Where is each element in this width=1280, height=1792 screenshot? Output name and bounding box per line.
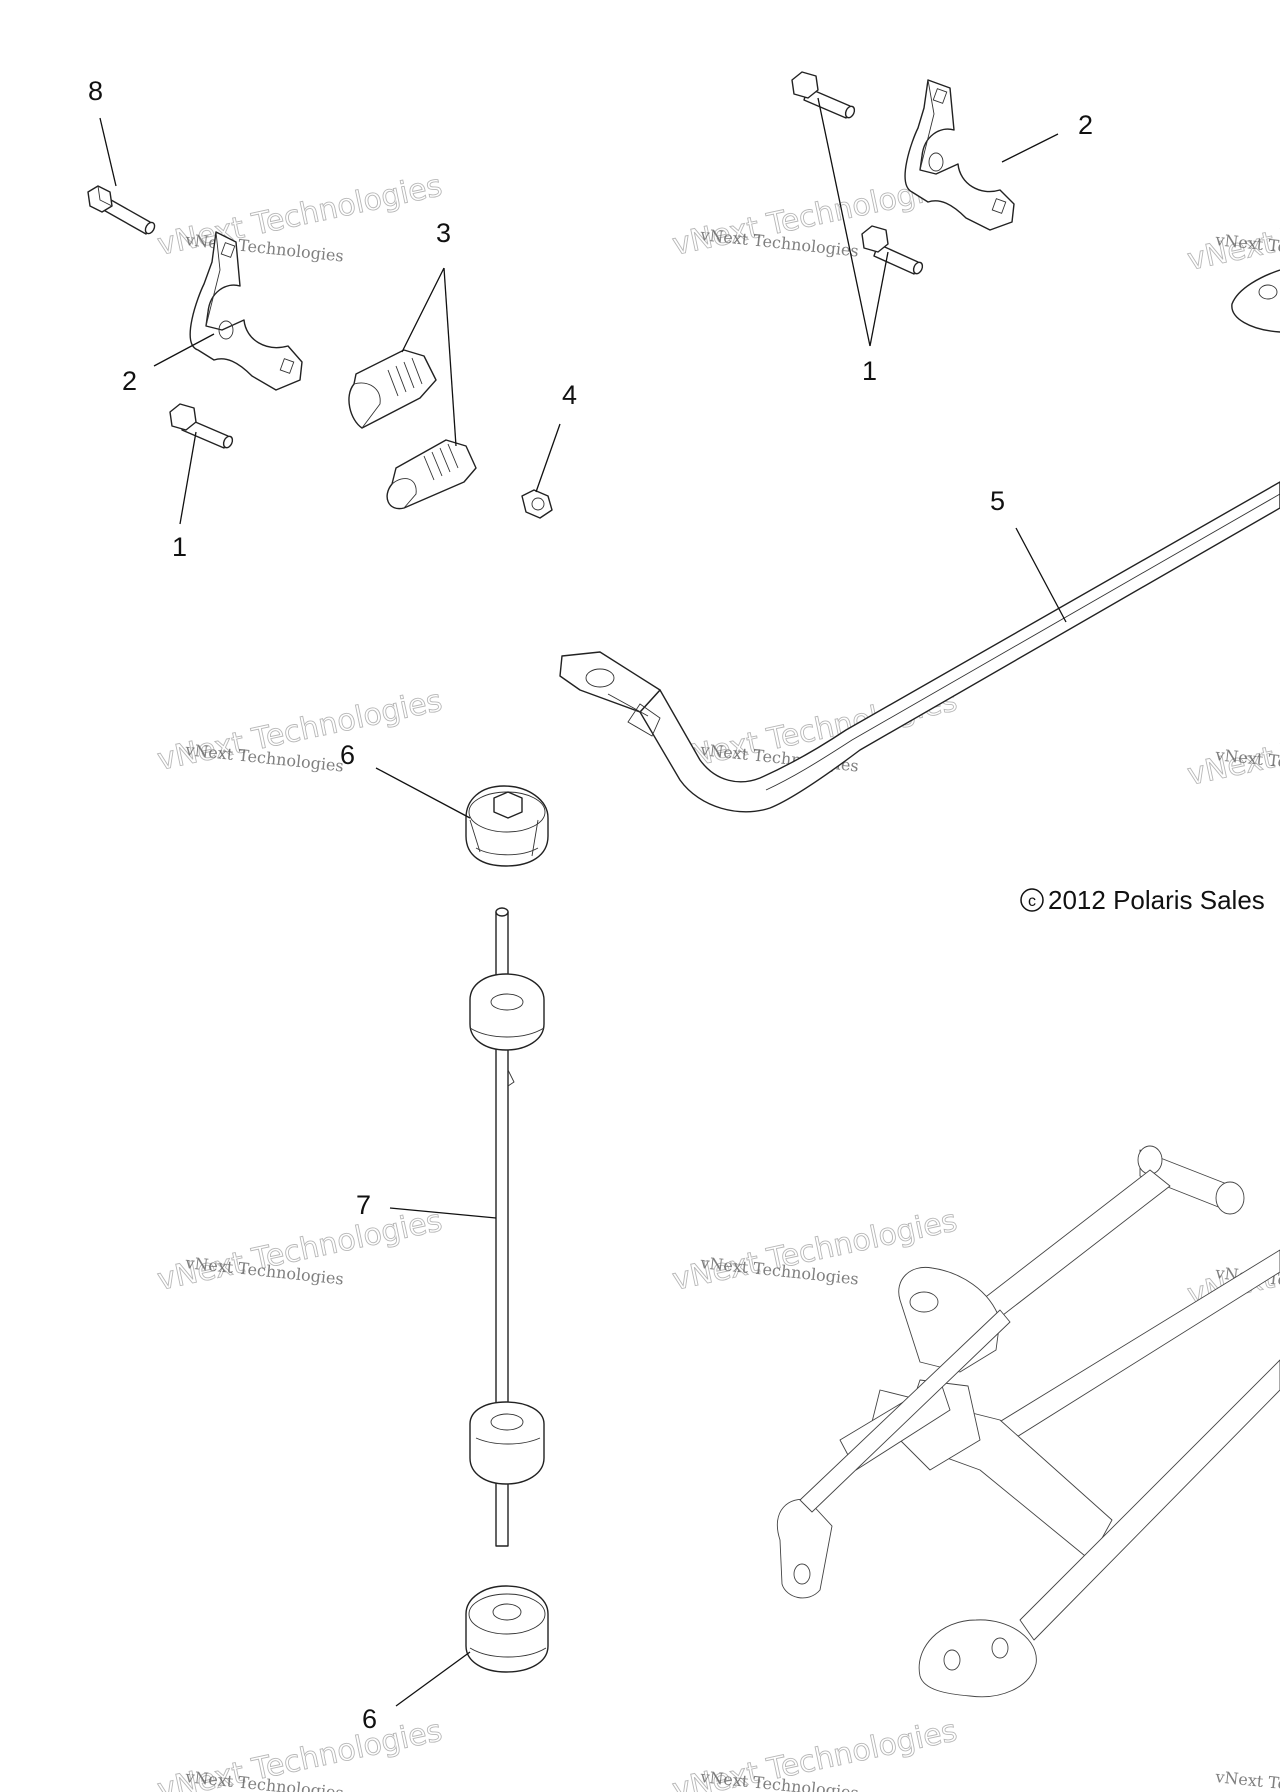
watermark-mid-right: vNext Technologies vNext Technologies [1184, 698, 1280, 793]
copyright-symbol: c [1028, 893, 1036, 910]
part-1-bolt-left [169, 403, 234, 449]
leader-6-top [375, 767, 471, 819]
frame-a-arm-assembly [776, 1145, 1280, 1698]
leader-1-left [179, 431, 197, 525]
callout-6-bottom: 6 [362, 1704, 377, 1734]
callout-2-right: 2 [1078, 110, 1093, 140]
leader-4 [535, 423, 561, 493]
callout-6-top: 6 [340, 740, 355, 770]
part-6-bushing-top [465, 785, 549, 867]
watermark-bottom-center: vNext Technologies vNext Technologies [669, 1713, 961, 1792]
leader-2-right [1001, 133, 1059, 163]
leader-1-right-a [817, 97, 871, 347]
copyright-notice: c 2012 Polaris Sales [1020, 885, 1265, 915]
watermark-bottom-left: vNext Technologies vNext Technologies [154, 1713, 446, 1792]
part-1-bolt-right-upper [791, 71, 856, 119]
callout-numbers: 8 2 3 4 1 1 2 5 6 7 6 [88, 76, 1093, 1734]
watermark-outline: vNext Technologies [1184, 698, 1280, 793]
leader-1-right-b [869, 251, 889, 347]
callout-1-left: 1 [172, 532, 187, 562]
part-8-bolt [87, 185, 156, 235]
leader-8 [99, 117, 117, 187]
part-2-clamp-edge [1231, 269, 1280, 333]
watermark-mid-left: vNext Technologies vNext Technologies [154, 683, 446, 778]
leader-5 [1015, 527, 1067, 623]
part-1-bolt-right-lower [861, 225, 924, 275]
part-7-link-rod [469, 907, 545, 1547]
watermark-lower-left: vNext Technologies vNext Technologies [154, 1203, 446, 1298]
leader-2-left [153, 333, 215, 367]
part-6-bushing-bottom [465, 1585, 549, 1673]
leader-3-lower [443, 267, 457, 447]
watermark-bottom-right: vNext Technologies [1214, 1767, 1280, 1792]
part-5-stabilizer-bar [559, 481, 1280, 813]
watermark-top-right: vNext Technologies vNext Technologies [1184, 183, 1280, 278]
watermark-text: vNext Technologies [1214, 1767, 1280, 1792]
watermark-outline: vNext Technologies [1184, 183, 1280, 278]
copyright-text: 2012 Polaris Sales [1048, 885, 1265, 915]
part-2-clamp-left [189, 231, 303, 391]
leader-3-upper [401, 267, 445, 353]
copyright-circle [1020, 888, 1044, 912]
watermark-top-left: vNext Technologies vNext Technologies [154, 168, 446, 266]
part-4-nut [521, 489, 553, 519]
leader-6-bottom [395, 1651, 471, 1707]
part-3-bushing-lower [386, 439, 477, 510]
part-2-clamp-right [904, 79, 1015, 231]
callout-3: 3 [436, 218, 451, 248]
callout-7: 7 [356, 1190, 371, 1220]
callout-8: 8 [88, 76, 103, 106]
leader-7 [389, 1207, 497, 1219]
callout-5: 5 [990, 486, 1005, 516]
leader-lines [99, 97, 1067, 1707]
callout-4: 4 [562, 380, 577, 410]
callout-2-left: 2 [122, 366, 137, 396]
part-3-bushing-upper [348, 349, 437, 429]
callout-1-right: 1 [862, 356, 877, 386]
